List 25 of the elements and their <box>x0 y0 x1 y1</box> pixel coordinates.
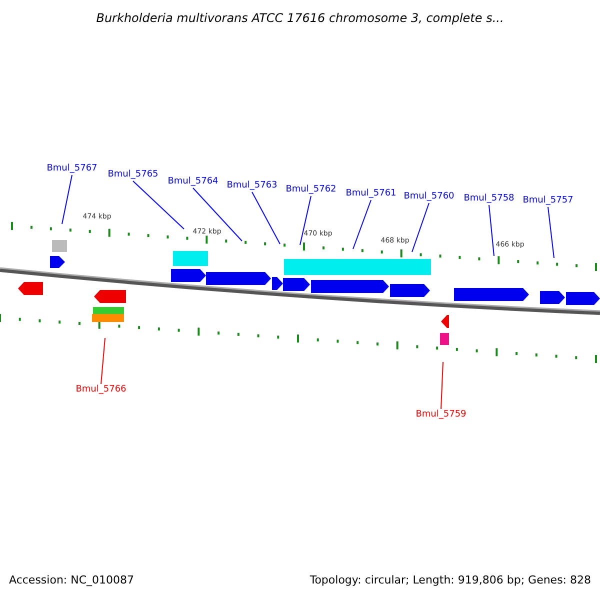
leader-line <box>192 188 242 242</box>
gene-label: Bmul_5760 <box>404 192 454 202</box>
gene-label: Bmul_5765 <box>108 170 158 180</box>
leader-line <box>412 202 430 252</box>
leader-line <box>252 192 280 244</box>
leader-line <box>440 362 444 410</box>
gene-label: Bmul_5761 <box>346 190 396 198</box>
map-title: Burkholderia multivorans ATCC 17616 chromosome 3, complete s... <box>96 12 504 24</box>
gene-label: Bmul_5758 <box>464 194 514 204</box>
gene-label: Bmul_5763 <box>226 182 278 190</box>
leader-line <box>300 196 312 246</box>
leader-line <box>132 180 184 230</box>
gene-label: Bmul_5766 <box>76 386 126 394</box>
gene-label: Bmul_5759 <box>416 410 466 420</box>
leader-line <box>352 200 372 250</box>
gene-label: Bmul_5757 <box>522 196 574 206</box>
summary-text: Topology: circular; Length: 919,806 bp; Genes: 828 <box>310 574 591 586</box>
leader-line <box>548 206 554 258</box>
leader-line <box>62 174 72 224</box>
gene-label: Bmul_5764 <box>168 178 218 186</box>
accession-text: Accession: NC_010087 <box>9 574 134 586</box>
gene-label: Bmul_5762 <box>286 186 336 194</box>
leader-line <box>100 338 106 384</box>
gene-label: Bmul_5767 <box>46 164 98 174</box>
leader-line <box>488 204 494 256</box>
